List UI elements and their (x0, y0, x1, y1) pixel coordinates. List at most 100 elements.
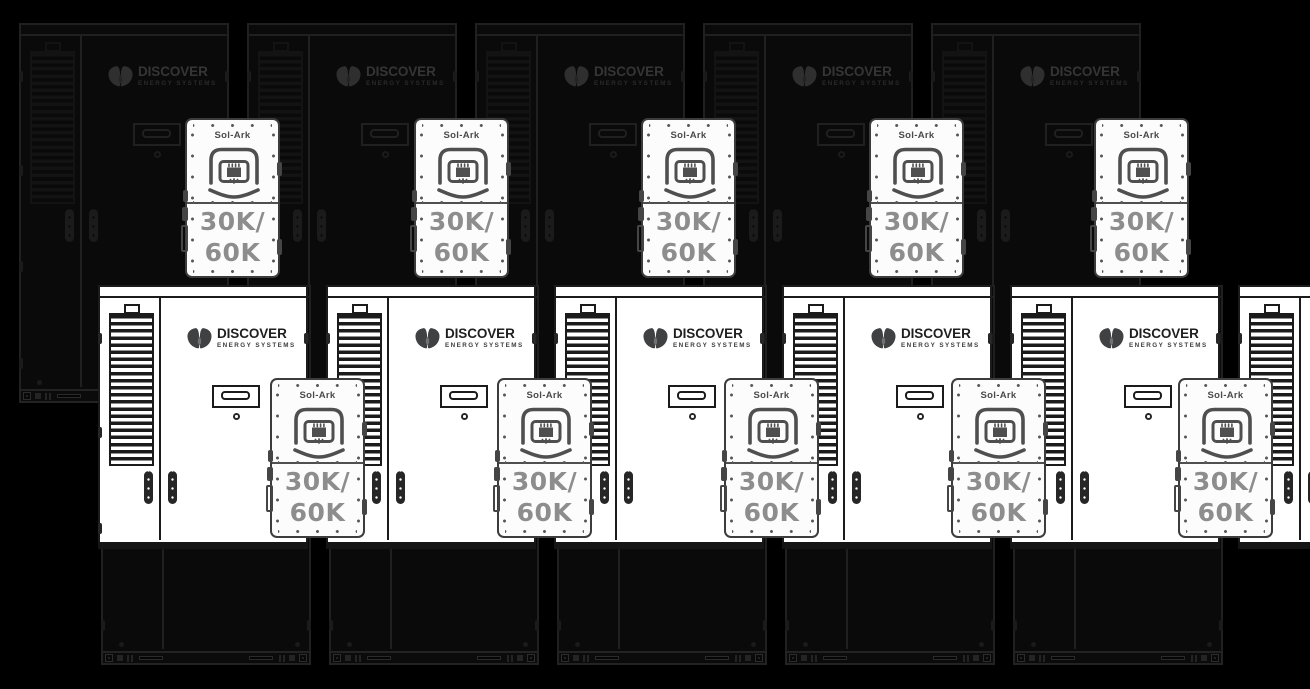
door-handle (317, 209, 326, 242)
rating-line-2: 60K (1197, 498, 1254, 527)
conduit-clip (1186, 239, 1191, 255)
base-fitting (1201, 655, 1207, 661)
inverter-unit: Sol-Ark 30K/ 60K (947, 378, 1048, 538)
screw-row (189, 129, 195, 267)
display-panel (817, 123, 865, 146)
base-fitting (815, 654, 817, 662)
mount-bracket (1090, 225, 1097, 252)
base-slot (367, 656, 391, 660)
hinge-tick (453, 71, 457, 82)
mount-bracket (266, 485, 273, 512)
conduit-clip (721, 467, 727, 481)
base-foot (333, 654, 341, 662)
mount-bracket (410, 225, 417, 252)
door-handle (293, 209, 302, 242)
base-fitting (1029, 655, 1035, 661)
display-slot (598, 129, 627, 138)
inverter-brand-text: Sol-Ark (670, 130, 707, 141)
hinge-tick (307, 333, 311, 344)
screw-row (193, 122, 272, 128)
base-fitting (745, 655, 751, 661)
inverter-brand-text: Sol-Ark (526, 390, 563, 401)
mount-bracket (637, 225, 644, 252)
door-divider (1299, 296, 1301, 540)
door-handle (600, 471, 609, 504)
discover-logo-text: DISCOVER ENERGY SYSTEMS (1129, 327, 1208, 349)
screw-row (959, 382, 1038, 388)
discover-logo-text: DISCOVER ENERGY SYSTEMS (138, 65, 217, 87)
rating-line-2: 60K (888, 238, 945, 267)
base-slot (1161, 656, 1185, 660)
base-fitting (283, 654, 285, 662)
cabinet-brand-text: DISCOVER (138, 64, 208, 80)
panel-bolt (37, 380, 42, 385)
screw-row (1102, 122, 1181, 128)
door-divider (764, 34, 766, 387)
base-fitting (45, 392, 47, 400)
door-divider (536, 34, 538, 387)
screw-row (809, 389, 815, 527)
hinge-tick (535, 333, 539, 344)
rating-line-2: 60K (516, 498, 573, 527)
status-indicator (917, 413, 924, 420)
hinge-tick (19, 71, 23, 82)
screw-row (1102, 199, 1181, 205)
discover-droplets-icon (415, 327, 440, 348)
conduit-clip (722, 450, 727, 462)
conduit-clip (362, 422, 367, 436)
cabinet-lid (1240, 287, 1310, 298)
conduit-clip (733, 162, 738, 176)
base-slot (57, 394, 81, 398)
hinge-tick (1137, 71, 1141, 82)
inverter-unit: Sol-Ark 30K/ 60K (266, 378, 367, 538)
display-slot (142, 129, 171, 138)
inverter-unit: Sol-Ark 30K/ 60K (720, 378, 821, 538)
inverter-brand-text: Sol-Ark (753, 390, 790, 401)
base-slot (249, 656, 273, 660)
discover-droplets-icon (336, 65, 361, 86)
inverter-brand-text: Sol-Ark (299, 390, 336, 401)
inverter-brand-text: Sol-Ark (898, 130, 935, 141)
conduit-clip (362, 499, 367, 515)
discover-logo-text: DISCOVER ENERGY SYSTEMS (673, 327, 752, 349)
display-panel (440, 385, 488, 408)
discover-logo-text: DISCOVER ENERGY SYSTEMS (594, 65, 673, 87)
screw-row (278, 528, 357, 534)
door-divider (387, 296, 389, 540)
discover-logo: DISCOVER ENERGY SYSTEMS (791, 62, 909, 90)
inverter-arch-icon (437, 147, 489, 199)
conduit-clip (1043, 499, 1048, 515)
hinge-tick (785, 620, 789, 631)
conduit-clip (949, 450, 954, 462)
base-fitting (49, 392, 51, 400)
screw-row (505, 459, 584, 465)
discover-logo: DISCOVER ENERGY SYSTEMS (1019, 62, 1137, 90)
door-handle (773, 209, 782, 242)
discover-droplets-icon (643, 327, 668, 348)
cabinet-tagline-text: ENERGY SYSTEMS (1129, 341, 1208, 349)
inverter-unit: Sol-Ark 30K/ 60K (410, 118, 511, 278)
base-fitting (739, 654, 741, 662)
base-foot (789, 654, 797, 662)
hinge-tick (329, 620, 333, 631)
conduit-clip (506, 162, 511, 176)
panel-bolt (1031, 642, 1036, 647)
cabinet-tagline-text: ENERGY SYSTEMS (1050, 79, 1129, 87)
hinge-tick (247, 71, 251, 82)
hinge-tick (1013, 620, 1017, 631)
base-fitting (279, 654, 281, 662)
display-panel (668, 385, 716, 408)
inverter-rating: 30K/ 60K (953, 466, 1044, 528)
cabinet-base (1013, 651, 1223, 665)
inverter-unit: Sol-Ark 30K/ 60K (637, 118, 738, 278)
rating-line-1: 30K/ (1108, 207, 1175, 236)
cabinet-lid (100, 287, 306, 298)
base-fitting (345, 655, 351, 661)
screw-row (422, 199, 501, 205)
screw-row (505, 382, 584, 388)
screw-row (274, 389, 280, 527)
cabinet-lid (705, 25, 911, 36)
screw-row (877, 268, 956, 274)
hinge-tick (988, 333, 992, 344)
